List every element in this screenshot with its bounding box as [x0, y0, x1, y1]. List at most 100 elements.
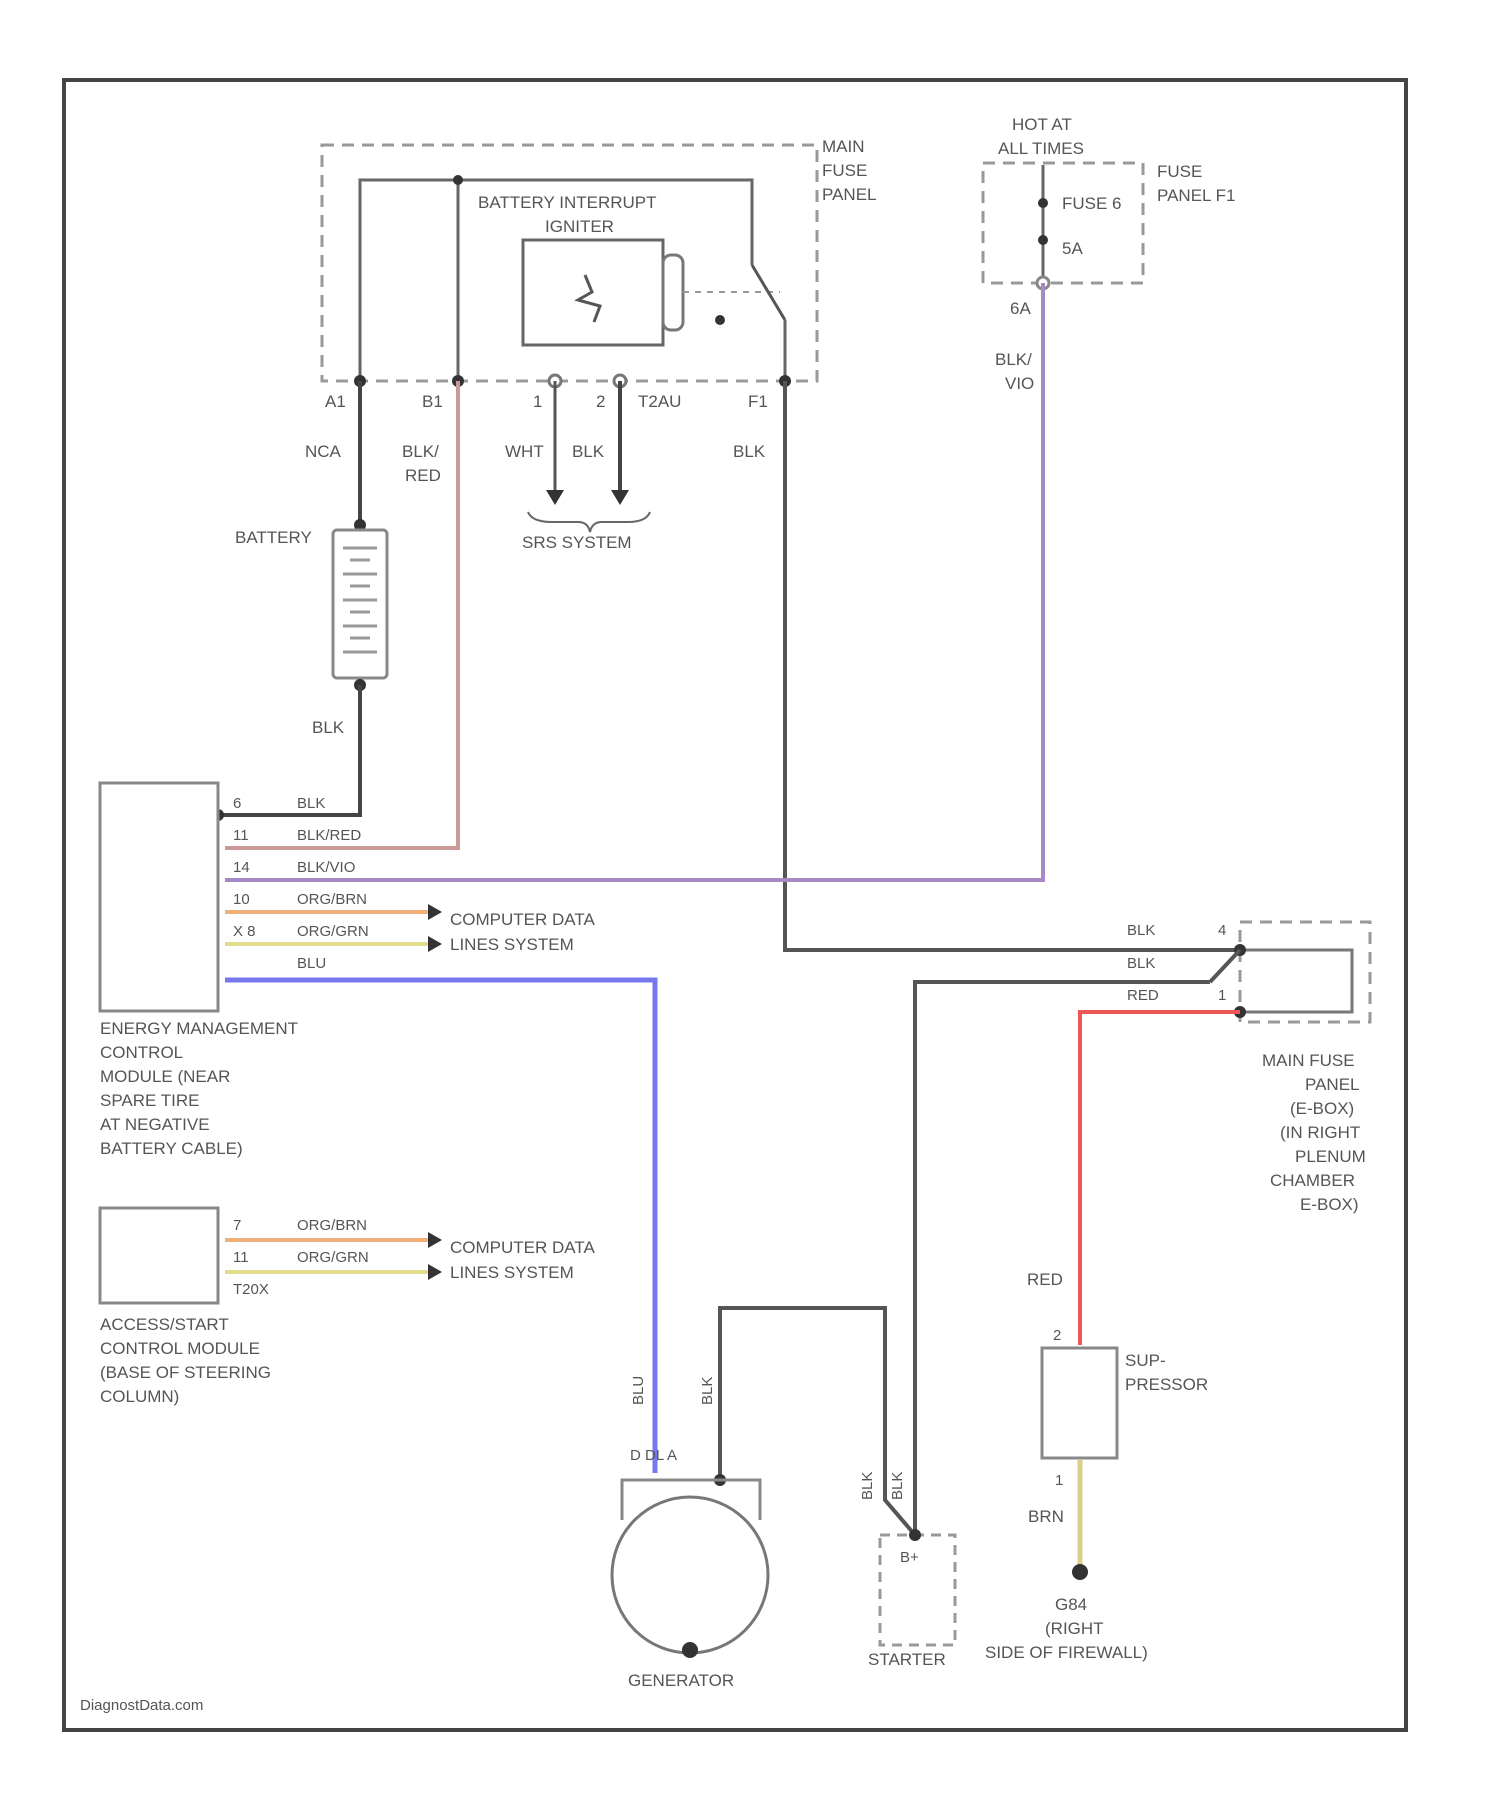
pin-b1-label: B1 [422, 392, 443, 411]
ecm-pin-label: 6 [233, 795, 241, 812]
battery: BATTERY + [235, 519, 387, 691]
wire-red-compressor-label: RED [1027, 1270, 1063, 1289]
starter-label: STARTER [868, 1650, 946, 1669]
ground-label-1: G84 [1055, 1595, 1087, 1614]
igniter-label-2: IGNITER [545, 217, 614, 236]
access-module-label-4: COLUMN) [100, 1387, 179, 1406]
wire-blk-starter-link [1210, 950, 1240, 982]
wire-blk-vio-label-1: BLK/ [995, 350, 1032, 369]
right-main-fuse-panel: 4 1 BLK BLK RED MAIN FUSE PANEL (E-BOX) … [1127, 922, 1370, 1214]
fuse-6-amps: 5A [1062, 239, 1083, 258]
right-fuse-wire-label: BLK [1127, 922, 1155, 939]
ground-label-3: SIDE OF FIREWALL) [985, 1643, 1148, 1662]
suppressor-box [1042, 1348, 1117, 1458]
suppressor-pin-top: 2 [1053, 1327, 1061, 1344]
right-fuse-panel-label-4: (IN RIGHT [1280, 1123, 1360, 1142]
wire-red-compressor [1080, 1012, 1240, 1345]
starter-wire-label-1: BLK [859, 1472, 876, 1500]
fuse-6-label: FUSE 6 [1062, 194, 1122, 213]
pin-2-label: 2 [596, 392, 605, 411]
right-fuse-pin-label: 1 [1218, 987, 1226, 1004]
wire-blk-red-label-1: BLK/ [402, 442, 439, 461]
access-wire-label: ORG/BRN [297, 1217, 367, 1234]
access-module-label-1: ACCESS/START [100, 1315, 229, 1334]
fuse-panel-f1: HOT AT ALL TIMES FUSE PANEL F1 FUSE 6 5A… [983, 115, 1235, 318]
wire-blk-battery-label: BLK [312, 718, 345, 737]
pin-1-label: 1 [533, 392, 542, 411]
wire-brn-ground-label: BRN [1028, 1507, 1064, 1526]
generator-label: GENERATOR [628, 1671, 734, 1690]
battery-interrupt-igniter: BATTERY INTERRUPT IGNITER [478, 193, 785, 381]
right-fuse-wire-label: RED [1127, 987, 1159, 1004]
generator-body [612, 1497, 768, 1653]
fuse-6-contact-bottom [1038, 235, 1048, 245]
right-fuse-panel-label-3: (E-BOX) [1290, 1099, 1354, 1118]
battery-label: BATTERY [235, 528, 312, 547]
wire-blk-f1 [785, 381, 1240, 950]
igniter-cap [663, 255, 683, 330]
access-pin-label: T20X [233, 1281, 269, 1298]
ecm-wire-label: BLU [297, 955, 326, 972]
wire-blk-generator [720, 1308, 915, 1535]
wire-blk-label: BLK [572, 442, 605, 461]
access-pin-label: 7 [233, 1217, 241, 1234]
battery-body [333, 530, 387, 678]
energy-module-label-3: MODULE (NEAR [100, 1067, 230, 1086]
access-wire-label: ORG/GRN [297, 1249, 369, 1266]
main-fuse-panel-label-3: PANEL [822, 185, 877, 204]
right-fuse-pin-label: 4 [1218, 922, 1226, 939]
ecm-computer-data-label-2: LINES SYSTEM [450, 935, 574, 954]
access-pin-label: 11 [233, 1249, 249, 1266]
access-module-box [100, 1208, 218, 1303]
pin-t2au-label: T2AU [638, 392, 681, 411]
main-fuse-panel-label-1: MAIN [822, 137, 865, 156]
fuse-panel-f1-outline [983, 163, 1143, 283]
ecm-computer-data-label-1: COMPUTER DATA [450, 910, 595, 929]
wire-wht-label: WHT [505, 442, 544, 461]
access-start-module: 7 ORG/BRN 11 ORG/GRN T20X COMPUTER DATA … [100, 1208, 595, 1406]
starter-b-plus-label: B+ [900, 1549, 919, 1566]
diagram-frame [64, 80, 1406, 1730]
generator-pins-label: D DL A [630, 1447, 677, 1464]
srs-brace [528, 512, 650, 532]
ecm-data-arrow-2 [428, 936, 442, 952]
starter-wire-label-2: BLK [889, 1472, 906, 1500]
right-fuse-panel-internal [1240, 950, 1352, 1012]
wire-blk-vio-label-2: VIO [1005, 374, 1034, 393]
ground-g84-dot [1072, 1564, 1088, 1580]
ecm-pin-label: 14 [233, 859, 250, 876]
fuse-panel-f1-label-2: PANEL F1 [1157, 186, 1235, 205]
ecm-pin-label: X 8 [233, 923, 256, 940]
access-module-label-2: CONTROL MODULE [100, 1339, 260, 1358]
suppressor: 2 SUP- PRESSOR 1 BRN G84 (RIGHT SIDE OF … [985, 1327, 1208, 1662]
suppressor-pin-bottom: 1 [1055, 1472, 1063, 1489]
hot-label-2: ALL TIMES [998, 139, 1084, 158]
srs-system-label: SRS SYSTEM [522, 533, 632, 552]
energy-module-label-4: SPARE TIRE [100, 1091, 200, 1110]
generator-ground-dot [682, 1642, 698, 1658]
right-fuse-panel-label-6: CHAMBER [1270, 1171, 1355, 1190]
right-fuse-panel-label-1: MAIN FUSE [1262, 1051, 1355, 1070]
fuse-panel-f1-label-1: FUSE [1157, 162, 1202, 181]
access-computer-data-label-1: COMPUTER DATA [450, 1238, 595, 1257]
fuse-6-contact-top [1038, 198, 1048, 208]
srs-arrow-1 [546, 490, 564, 505]
ecm-wire-label: ORG/BRN [297, 891, 367, 908]
junction-dot [453, 175, 463, 185]
suppressor-label-2: PRESSOR [1125, 1375, 1208, 1394]
access-data-arrow-2 [428, 1264, 442, 1280]
right-fuse-panel-label-2: PANEL [1305, 1075, 1360, 1094]
access-computer-data-label-2: LINES SYSTEM [450, 1263, 574, 1282]
ecm-wire-label: BLK/VIO [297, 859, 355, 876]
ecm-wire-label: BLK [297, 795, 325, 812]
igniter-label-1: BATTERY INTERRUPT [478, 193, 657, 212]
access-module-label-3: (BASE OF STEERING [100, 1363, 271, 1382]
starter: BLK BLK B+ STARTER [859, 1472, 955, 1669]
main-fuse-panel-label-2: FUSE [822, 161, 867, 180]
ground-label-2: (RIGHT [1045, 1619, 1104, 1638]
ecm-pin-label: 11 [233, 827, 249, 844]
wire-blu [225, 980, 655, 1473]
srs-branch: WHT BLK SRS SYSTEM [505, 381, 650, 552]
generator-wire-label-2: BLK [699, 1377, 716, 1405]
access-data-arrow-1 [428, 1232, 442, 1248]
